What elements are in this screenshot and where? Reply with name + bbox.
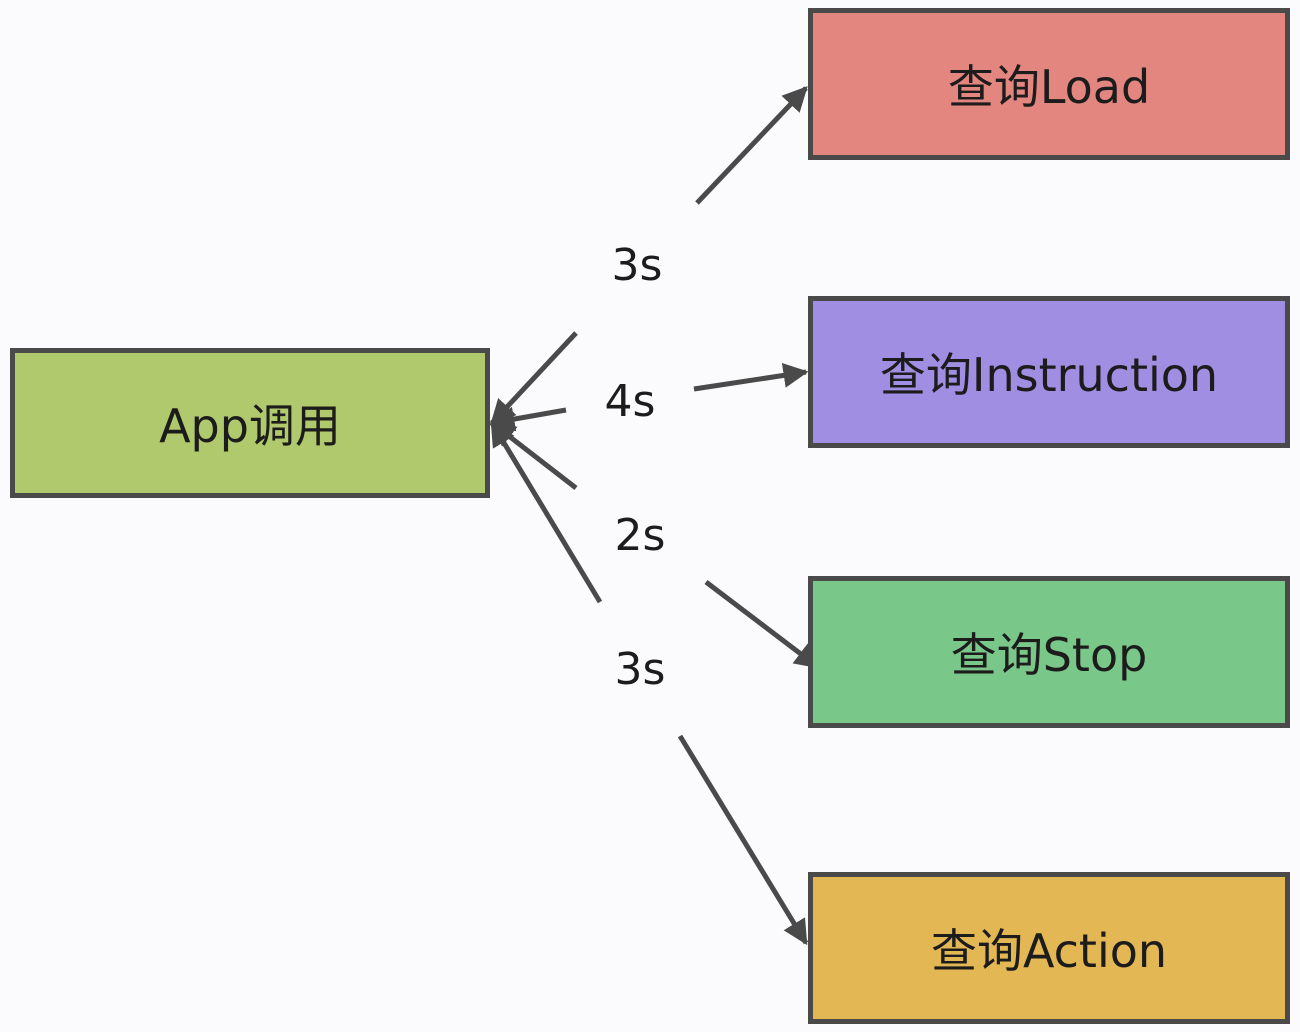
edge-stop-head [704,580,820,669]
query-load-label: 查询Load [947,60,1151,114]
edge-load-duration: 3s [611,240,663,291]
edge-load-head [695,86,808,205]
query-stop-label: 查询Stop [950,628,1148,682]
edge-stop-tail [490,421,578,490]
query-stop-node: 查询Stop [808,576,1290,728]
query-instruction-node: 查询Instruction [808,296,1290,448]
edge-instruction-duration: 4s [604,376,656,427]
edge-action-head [677,734,809,946]
edge-action-duration: 3s [614,644,666,695]
query-instruction-label: 查询Instruction [879,348,1219,402]
app-call-label: App调用 [159,399,341,453]
query-action-node: 查询Action [808,872,1290,1024]
edge-action-tail [489,420,603,604]
query-load-node: 查询Load [808,8,1290,160]
edge-stop-duration: 2s [614,510,666,561]
edge-instruction-head [693,363,809,392]
edge-instruction-tail [489,406,567,432]
app-call-node: App调用 [10,348,490,498]
query-action-label: 查询Action [930,924,1168,978]
